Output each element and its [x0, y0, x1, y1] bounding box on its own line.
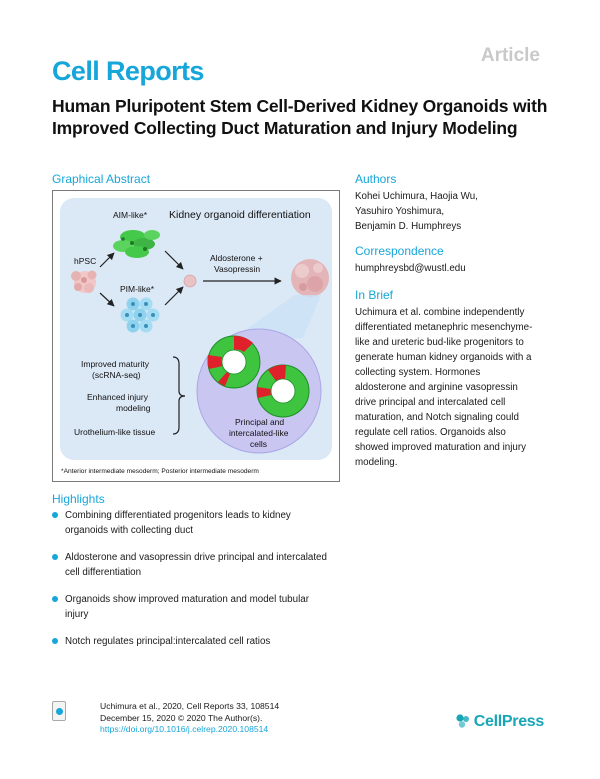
highlight-item: Aldosterone and vasopressin drive princi… — [52, 550, 352, 580]
hpsc-label: hPSC — [74, 256, 96, 266]
outcome-maturity-line2: (scRNA-seq) — [92, 370, 141, 380]
outcome-urothelium: Urothelium-like tissue — [74, 427, 156, 437]
outcome-injury-line1: Enhanced injury — [87, 392, 149, 402]
outcomes-brace — [172, 356, 186, 435]
hormone-label-line2: Vasopressin — [214, 264, 260, 274]
article-tag: Article — [480, 45, 540, 66]
highlight-line: Notch regulates principal:intercalated c… — [65, 636, 271, 647]
check-for-updates-icon[interactable] — [52, 701, 66, 721]
cellpress-logo: CellPress — [455, 713, 544, 731]
arrow-pim-to-organoid — [164, 286, 184, 306]
in-brief-line: drive principal and intercalated cell — [355, 397, 506, 408]
in-brief-line: collecting system. Hormones — [355, 367, 481, 378]
highlight-line: organoids with collecting duct — [65, 525, 193, 536]
correspondence-heading: Correspondence — [355, 244, 444, 258]
citation: Uchimura et al., 2020, Cell Reports 33, … — [100, 701, 279, 736]
in-brief-line: like and ureteric bud-like progenitors t… — [355, 337, 524, 348]
in-brief-line: maturation, and Notch signaling could — [355, 412, 519, 423]
in-brief-line: showed improved maturation and injury — [355, 442, 526, 453]
authors-list: Kohei Uchimura, Haojia Wu, Yasuhiro Yosh… — [355, 189, 560, 234]
mature-organoid — [291, 259, 329, 297]
highlight-line: injury — [65, 609, 89, 620]
bullet-icon — [52, 554, 58, 560]
tubule-cross-section-1 — [207, 335, 261, 389]
graphical-abstract-heading: Graphical Abstract — [52, 172, 151, 186]
in-brief-line: modeling. — [355, 457, 398, 468]
publisher-name: CellPress — [473, 713, 545, 730]
author-line: Kohei Uchimura, Haojia Wu, — [355, 191, 478, 202]
bullet-icon — [52, 638, 58, 644]
aim-cell-cluster — [113, 230, 160, 258]
journal-logo: Cell Reports — [52, 56, 204, 86]
hpsc-colony — [71, 270, 97, 293]
citation-line: Uchimura et al., 2020, Cell Reports 33, … — [100, 701, 280, 711]
author-line: Yasuhiro Yoshimura, — [355, 206, 445, 217]
doi-link[interactable]: https://doi.org/10.1016/j.celrep.2020.10… — [100, 724, 269, 735]
highlight-line: Combining differentiated progenitors lea… — [65, 510, 291, 521]
highlights-heading: Highlights — [52, 492, 105, 506]
in-brief-line: aldosterone and arginine vasopressin — [355, 382, 518, 393]
aim-label: AIM-like* — [113, 210, 148, 220]
bullet-icon — [52, 512, 58, 518]
highlight-item: Notch regulates principal:intercalated c… — [52, 634, 352, 649]
in-brief-line: Uchimura et al. combine independently — [355, 307, 525, 318]
cellpress-icon — [456, 714, 469, 728]
early-organoid — [183, 274, 197, 288]
highlight-line: Organoids show improved maturation and m… — [65, 594, 309, 605]
citation-line: December 15, 2020 © 2020 The Author(s). — [100, 712, 263, 723]
highlight-item: Combining differentiated progenitors lea… — [52, 508, 352, 538]
figure-title: Kidney organoid differentiation — [169, 209, 311, 221]
arrow-hpsc-to-pim — [99, 292, 115, 307]
in-brief-text: Uchimura et al. combine independently di… — [355, 305, 560, 470]
hormone-label-line1: Aldosterone + — [210, 253, 263, 263]
cell-type-label-line2: intercalated-like — [229, 428, 289, 438]
in-brief-heading: In Brief — [355, 288, 394, 302]
authors-heading: Authors — [355, 172, 397, 186]
highlights-list: Combining differentiated progenitors lea… — [52, 508, 352, 661]
in-brief-line: generate human kidney organoids with a — [355, 352, 532, 363]
pim-label: PIM-like* — [120, 284, 155, 294]
in-brief-line: regulate cell ratios. Organoids also — [355, 427, 506, 438]
outcome-maturity-line1: Improved maturity — [81, 359, 150, 369]
arrow-hpsc-to-aim — [99, 252, 115, 268]
graphical-abstract: Kidney organoid differentiation AIM-like… — [52, 190, 340, 482]
tubule-cross-section-2 — [256, 364, 310, 418]
outcome-injury-line2: modeling — [116, 403, 151, 413]
cell-type-label-line3: cells — [250, 439, 267, 449]
cell-type-label-line1: Principal and — [235, 417, 284, 427]
pim-cell-cluster — [120, 297, 160, 333]
correspondence-email[interactable]: humphreysbd@wustl.edu — [355, 263, 466, 274]
arrow-aim-to-organoid — [164, 250, 184, 270]
author-line: Benjamin D. Humphreys — [355, 221, 462, 232]
in-brief-line: differentiated metanephric mesenchyme- — [355, 322, 533, 333]
highlight-line: Aldosterone and vasopressin drive princi… — [65, 552, 327, 563]
article-title: Human Pluripotent Stem Cell-Derived Kidn… — [52, 96, 548, 138]
figure-footnote: *Anterior intermediate mesoderm; Posteri… — [61, 468, 259, 475]
bullet-icon — [52, 596, 58, 602]
highlight-item: Organoids show improved maturation and m… — [52, 592, 352, 622]
highlight-line: cell differentiation — [65, 567, 142, 578]
